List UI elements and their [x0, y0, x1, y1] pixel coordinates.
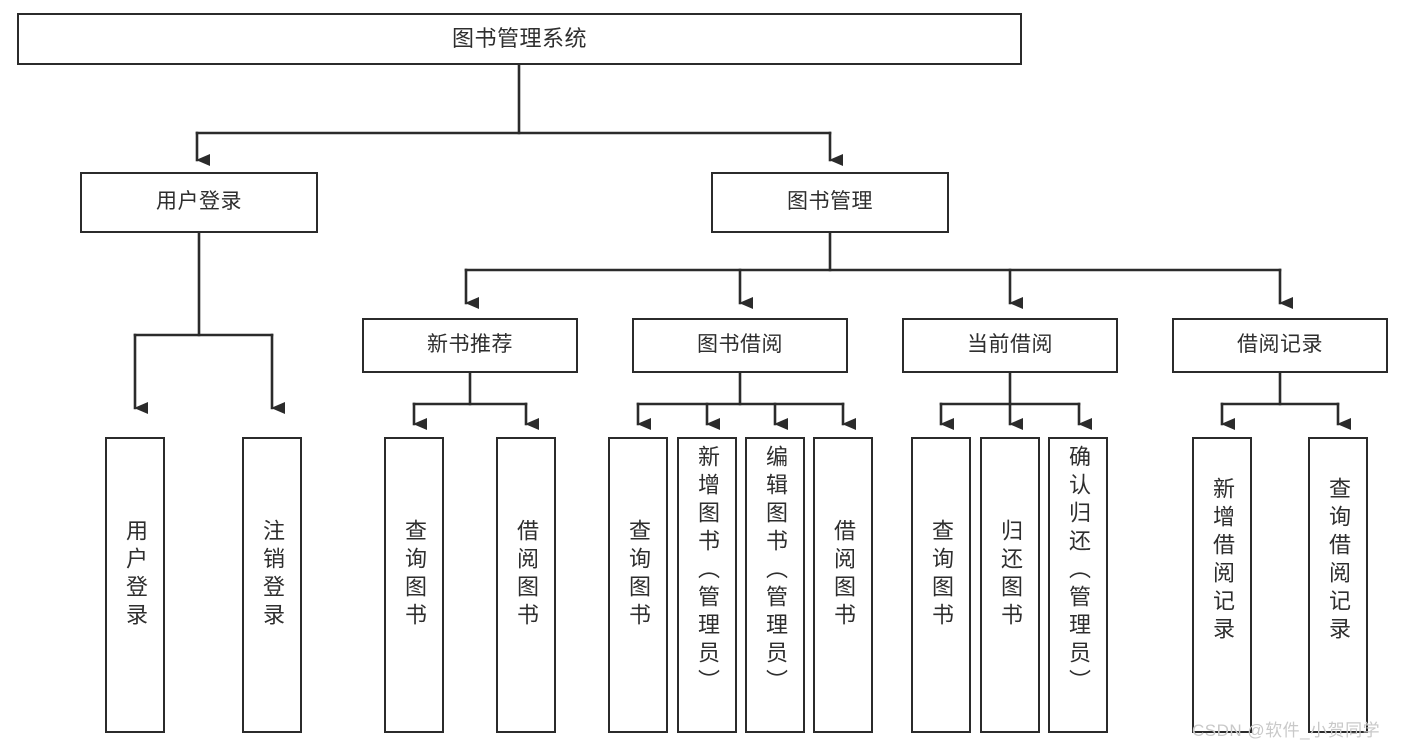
node-label: 查询借阅记录 — [1326, 477, 1351, 645]
node-label: 归还图书 — [998, 519, 1023, 631]
node-book-borrow[interactable]: 图书借阅 — [632, 318, 848, 373]
node-new-book-recommend[interactable]: 新书推荐 — [362, 318, 578, 373]
leaf-add-book-admin[interactable]: 新增图书（管理员） — [677, 437, 737, 733]
node-label: 确认归还（管理员） — [1066, 445, 1091, 697]
node-label: 查询图书 — [402, 519, 427, 631]
leaf-return-book[interactable]: 归还图书 — [980, 437, 1040, 733]
leaf-logout[interactable]: 注销登录 — [242, 437, 302, 733]
csdn-watermark: CSDN @软件_小贺同学 — [1192, 721, 1381, 740]
leaf-query-book-borrow[interactable]: 查询图书 — [608, 437, 668, 733]
node-label: 当前借阅 — [967, 333, 1053, 357]
node-label: 借阅图书 — [831, 519, 856, 631]
node-current-borrow[interactable]: 当前借阅 — [902, 318, 1118, 373]
node-label: 查询图书 — [929, 519, 954, 631]
node-label: 新增图书（管理员） — [695, 445, 720, 697]
node-label: 图书管理 — [787, 190, 873, 214]
node-label: 借阅记录 — [1237, 333, 1323, 357]
node-label: 图书借阅 — [697, 333, 783, 357]
node-label: 借阅图书 — [514, 519, 539, 631]
node-root-system[interactable]: 图书管理系统 — [17, 13, 1022, 65]
leaf-add-borrow-record[interactable]: 新增借阅记录 — [1192, 437, 1252, 733]
leaf-edit-book-admin[interactable]: 编辑图书（管理员） — [745, 437, 805, 733]
leaf-query-book-new[interactable]: 查询图书 — [384, 437, 444, 733]
node-label: 注销登录 — [260, 519, 285, 631]
node-user-login[interactable]: 用户登录 — [80, 172, 318, 233]
node-label: 编辑图书（管理员） — [763, 445, 788, 697]
leaf-query-borrow-record[interactable]: 查询借阅记录 — [1308, 437, 1368, 733]
node-label: 用户登录 — [123, 519, 148, 631]
node-book-management[interactable]: 图书管理 — [711, 172, 949, 233]
node-label: 图书管理系统 — [451, 26, 587, 52]
leaf-borrow-book-new[interactable]: 借阅图书 — [496, 437, 556, 733]
node-label: 新增借阅记录 — [1210, 477, 1235, 645]
node-label: 新书推荐 — [427, 333, 513, 357]
node-label: 用户登录 — [156, 190, 242, 214]
leaf-confirm-return-admin[interactable]: 确认归还（管理员） — [1048, 437, 1108, 733]
node-borrow-records[interactable]: 借阅记录 — [1172, 318, 1388, 373]
leaf-user-login[interactable]: 用户登录 — [105, 437, 165, 733]
node-label: 查询图书 — [626, 519, 651, 631]
leaf-borrow-book[interactable]: 借阅图书 — [813, 437, 873, 733]
leaf-query-book-current[interactable]: 查询图书 — [911, 437, 971, 733]
